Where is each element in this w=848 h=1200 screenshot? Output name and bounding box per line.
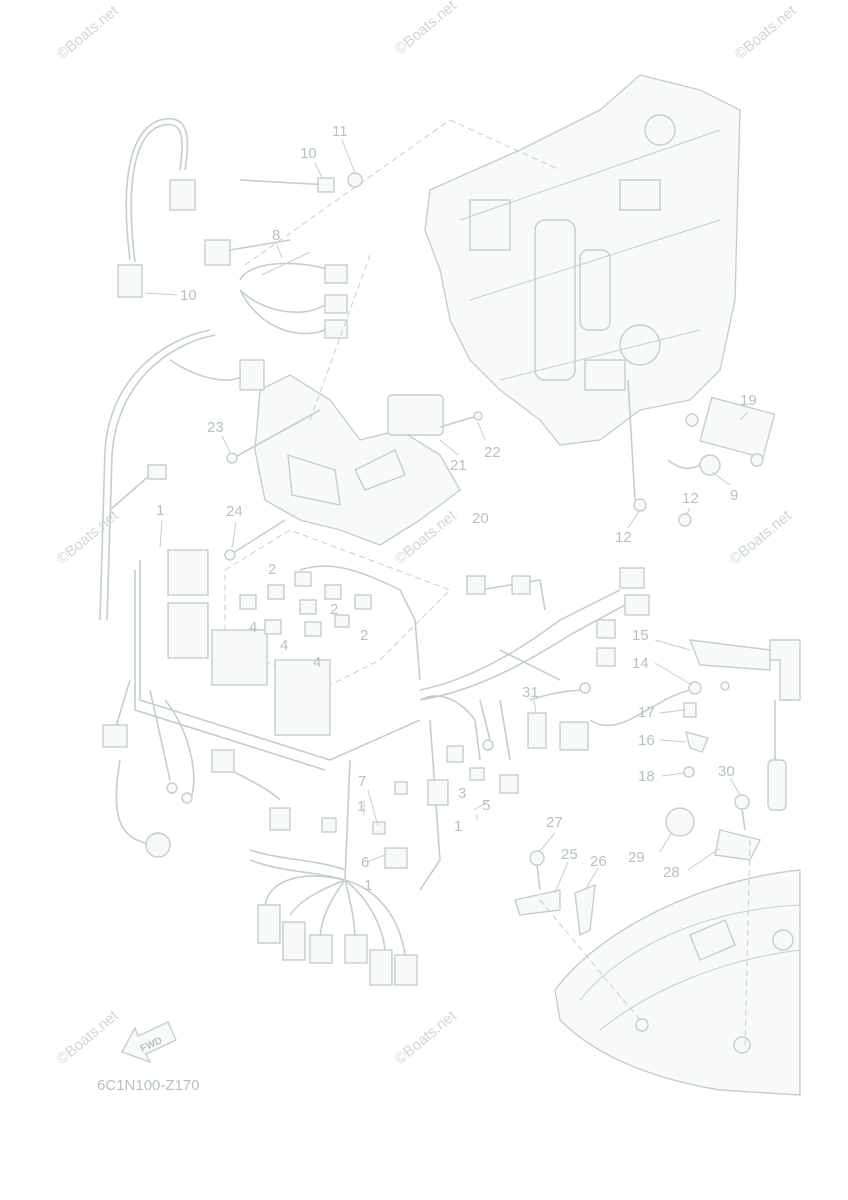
lower-harness bbox=[102, 567, 650, 986]
callout-20: 20 bbox=[472, 510, 489, 527]
callout-1: 1 bbox=[454, 818, 462, 835]
callout-7: 7 bbox=[358, 773, 366, 790]
callout-12: 12 bbox=[615, 529, 632, 546]
callout-24: 24 bbox=[226, 503, 243, 520]
callout-2: 2 bbox=[360, 627, 368, 644]
callout-12: 12 bbox=[682, 490, 699, 507]
callout-28: 28 bbox=[663, 864, 680, 881]
callout-17: 17 bbox=[638, 704, 655, 721]
callout-22: 22 bbox=[484, 444, 501, 461]
watermark: ©Boats.net bbox=[727, 507, 796, 568]
callout-1: 1 bbox=[364, 877, 372, 894]
callout-14: 14 bbox=[632, 655, 649, 672]
callout-11: 11 bbox=[332, 123, 348, 140]
callout-16: 16 bbox=[638, 732, 655, 749]
upper-harness bbox=[99, 117, 561, 621]
callout-1: 1 bbox=[156, 502, 164, 519]
leader-lines bbox=[144, 139, 749, 894]
callout-4: 4 bbox=[249, 619, 257, 636]
watermark: ©Boats.net bbox=[54, 507, 123, 568]
watermark: ©Boats.net bbox=[392, 0, 461, 58]
electrical-box bbox=[134, 519, 451, 771]
callout-9: 9 bbox=[730, 487, 738, 504]
right-small-parts bbox=[514, 379, 801, 937]
callout-18: 18 bbox=[638, 768, 655, 785]
callout-19: 19 bbox=[740, 392, 757, 409]
callout-30: 30 bbox=[718, 763, 735, 780]
callout-25: 25 bbox=[561, 846, 578, 863]
watermark: ©Boats.net bbox=[54, 2, 123, 63]
callout-4: 4 bbox=[313, 654, 321, 671]
cover-assembly bbox=[226, 374, 483, 546]
callout-29: 29 bbox=[628, 849, 645, 866]
callout-1: 1 bbox=[357, 798, 365, 815]
callout-27: 27 bbox=[546, 814, 563, 831]
callout-10: 10 bbox=[180, 287, 197, 304]
callout-6: 6 bbox=[361, 854, 369, 871]
callout-21: 21 bbox=[450, 457, 467, 474]
callout-5: 5 bbox=[482, 797, 490, 814]
callout-4: 4 bbox=[280, 637, 288, 654]
fwd-arrow: FWD bbox=[120, 1021, 177, 1064]
callout-8: 8 bbox=[272, 227, 280, 244]
callout-labels: 11 10 8 10 19 23 22 21 9 12 20 12 24 1 2… bbox=[156, 123, 757, 894]
diagram-code: 6C1N100-Z170 bbox=[97, 1077, 200, 1094]
callout-31: 31 bbox=[522, 684, 539, 701]
engine-block bbox=[424, 74, 741, 446]
callout-10: 10 bbox=[300, 145, 317, 162]
callout-2: 2 bbox=[268, 561, 276, 578]
callout-3: 3 bbox=[458, 785, 466, 802]
bottom-cowling bbox=[539, 839, 801, 1096]
callout-26: 26 bbox=[590, 853, 607, 870]
watermark: ©Boats.net bbox=[54, 1007, 123, 1068]
watermark: ©Boats.net bbox=[732, 2, 801, 63]
callout-2: 2 bbox=[330, 601, 338, 618]
watermark: ©Boats.net bbox=[392, 1007, 461, 1068]
callout-15: 15 bbox=[632, 627, 649, 644]
callout-23: 23 bbox=[207, 419, 224, 436]
